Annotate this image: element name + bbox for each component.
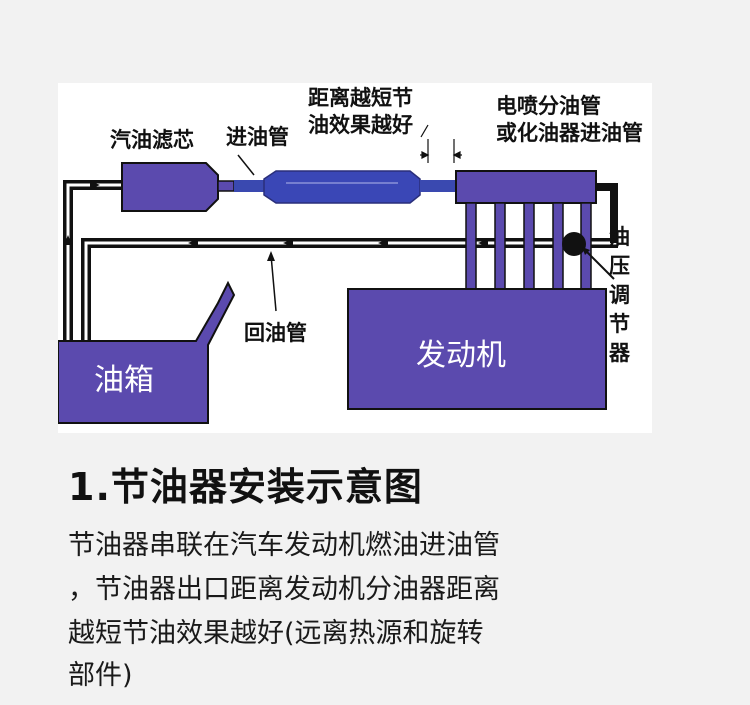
diagram-graphics [58, 124, 618, 424]
filter-label: 汽油滤芯 [110, 128, 194, 152]
distance-marker [420, 124, 462, 163]
return-pipe-label: 回油管 [244, 321, 307, 345]
engine-label: 发动机 [416, 338, 506, 373]
fuel-filter [121, 162, 235, 212]
pressure-regulator [562, 183, 618, 280]
inlet-pipe-label: 进油管 [226, 125, 289, 149]
body-line-4: 部件) [68, 660, 133, 691]
distance-note-line1: 距离越短节 [308, 86, 413, 110]
leader-lines [237, 154, 277, 312]
regulator-char: 节 [609, 312, 630, 336]
return-pipe [81, 238, 618, 345]
fuel-manifold [455, 170, 597, 204]
tank-label: 油箱 [94, 363, 154, 398]
body-line-1: 节油器串联在汽车发动机燃油进油管 [68, 530, 500, 561]
regulator-char: 油 [609, 225, 630, 249]
supply-arrows [64, 181, 100, 245]
regulator-label: 油 压 调 节 器 [609, 223, 630, 368]
regulator-char: 压 [609, 254, 630, 278]
supply-pipe [63, 180, 123, 345]
body-line-2: ，节油器出口距离发动机分油器距离 [68, 574, 500, 605]
regulator-char: 器 [609, 341, 630, 365]
regulator-char: 调 [609, 283, 630, 307]
return-arrows [188, 239, 488, 247]
fuel-saver [234, 170, 458, 204]
fuel-tank [58, 280, 236, 424]
body-line-3: 越短节油效果越好(远离热源和旋转 [68, 618, 484, 649]
manifold-label-line2: 或化油器进油管 [496, 121, 643, 145]
page-title: 1.节油器安装示意图 [68, 465, 423, 509]
engine [347, 288, 607, 410]
fuel-saver-diagram: 汽油滤芯 进油管 距离越短节 油效果越好 电喷分油管 或化油器进油管 油 压 调… [58, 83, 652, 433]
distance-note-line2: 油效果越好 [308, 113, 413, 137]
manifold-label-line1: 电喷分油管 [496, 94, 601, 118]
